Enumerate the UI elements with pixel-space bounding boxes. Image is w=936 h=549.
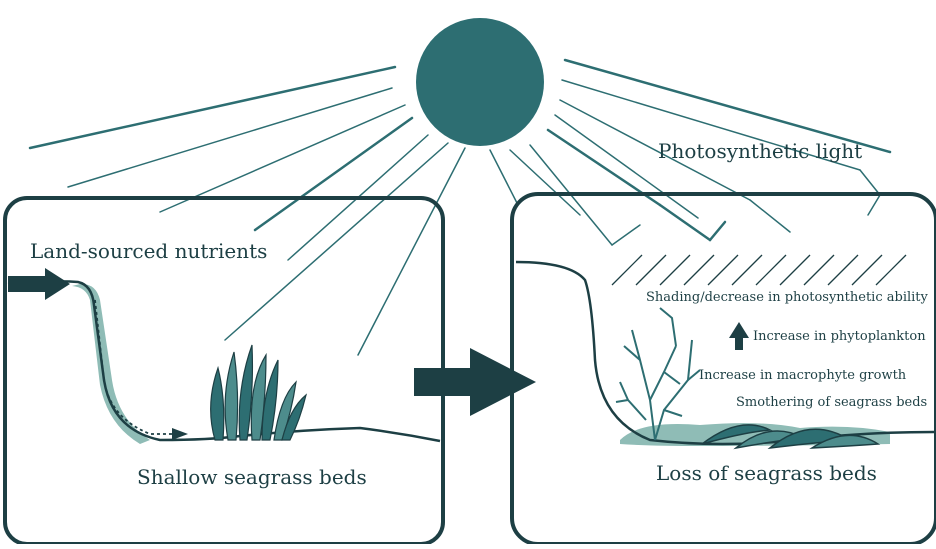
arrow-up-icon <box>729 322 749 350</box>
sun-icon <box>416 18 544 146</box>
macrophyte-algae <box>616 308 700 440</box>
seagrass-shallow <box>211 345 306 440</box>
left-panel: Land-sourced nutrients Shallow seagrass … <box>5 198 443 544</box>
arrow-right-icon <box>8 268 70 300</box>
shading-effect-label: Shading/decrease in photosynthetic abili… <box>646 290 929 305</box>
transition-arrow-icon <box>414 348 536 416</box>
phytoplankton-effect-label: Increase in phytoplankton <box>753 329 926 344</box>
photosynthetic-light-label: Photosynthetic light <box>658 139 862 163</box>
shallow-seagrass-caption: Shallow seagrass beds <box>137 465 367 489</box>
smothering-effect-label: Smothering of seagrass beds <box>736 395 927 410</box>
loss-seagrass-caption: Loss of seagrass beds <box>656 461 877 485</box>
nutrient-runoff <box>72 284 150 444</box>
land-nutrients-label: Land-sourced nutrients <box>30 239 267 263</box>
flow-arrowhead-icon <box>172 428 188 440</box>
macrophyte-effect-label: Increase in macrophyte growth <box>699 368 907 383</box>
phytoplankton-shading <box>612 255 906 285</box>
